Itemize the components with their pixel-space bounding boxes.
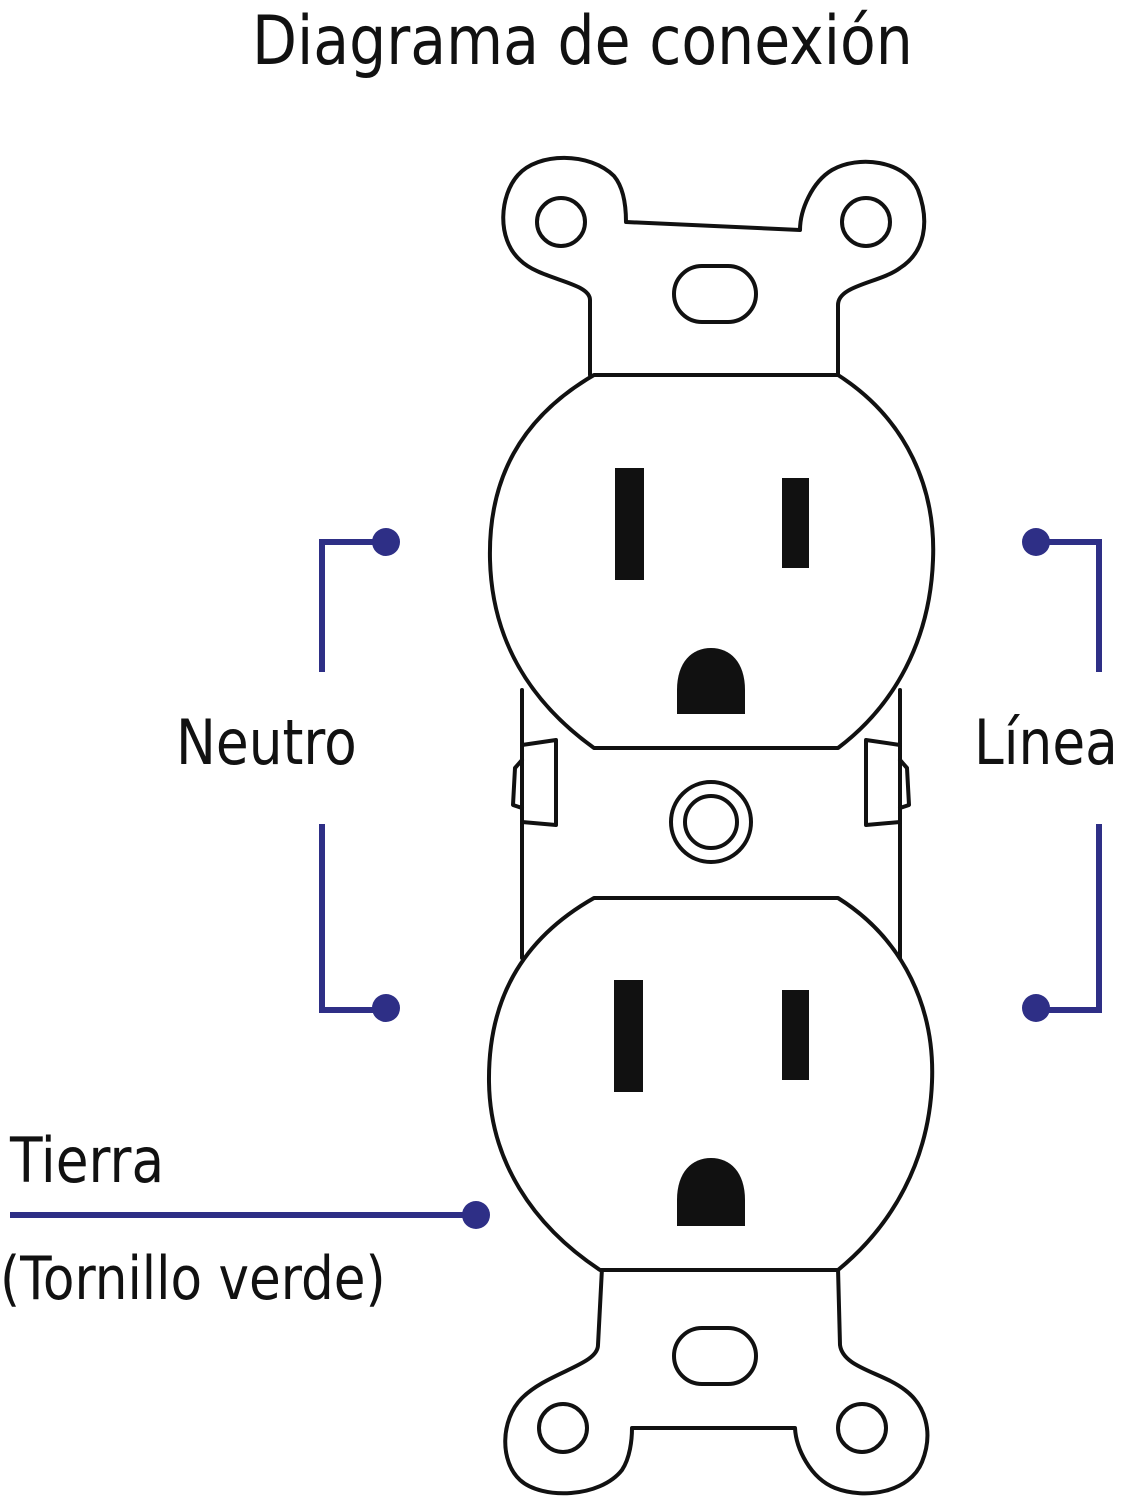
upper-hot-slot <box>782 478 809 568</box>
top-right-mount-hole <box>840 196 892 248</box>
leader-endpoints <box>372 528 1050 1229</box>
top-mounting-strap <box>501 155 927 377</box>
lower-receptacle-slots <box>614 980 809 1226</box>
upper-receptacle-face <box>487 373 936 750</box>
ground-dot <box>462 1201 490 1229</box>
upper-ground-hole <box>677 648 745 714</box>
neutral-bracket-bottom <box>319 824 386 1013</box>
line-bracket-top <box>1036 539 1102 672</box>
bottom-left-mount-hole <box>537 1402 589 1454</box>
neutral-label: Neutro <box>176 706 357 779</box>
right-side-tab <box>864 738 911 827</box>
bottom-mounting-strap <box>503 1266 930 1496</box>
bottom-right-mount-hole <box>836 1402 888 1454</box>
center-screw-inner <box>683 794 739 850</box>
neutral-bottom-dot <box>372 994 400 1022</box>
ground-screw-note: (Tornillo verde) <box>0 1244 386 1314</box>
lower-receptacle-face <box>486 896 935 1272</box>
neutral-top-dot <box>372 528 400 556</box>
top-left-mount-hole <box>535 196 587 248</box>
neutral-bracket-top <box>319 539 386 672</box>
line-bracket-bottom <box>1036 824 1102 1013</box>
center-screw-outer <box>669 780 753 864</box>
ground-label: Tierra <box>10 1124 165 1197</box>
bottom-strap-slot <box>672 1326 758 1386</box>
upper-receptacle-slots <box>615 468 809 714</box>
top-strap-slot <box>672 264 758 324</box>
outlet-outline <box>486 155 936 1496</box>
upper-neutral-slot <box>615 468 644 580</box>
diagram-title: Diagrama de conexión <box>252 2 913 81</box>
line-label: Línea <box>974 706 1118 779</box>
leader-lines <box>10 539 1102 1218</box>
left-side-tab <box>511 738 558 827</box>
line-top-dot <box>1022 528 1050 556</box>
lower-hot-slot <box>782 990 809 1080</box>
lower-ground-hole <box>677 1158 745 1226</box>
line-bottom-dot <box>1022 994 1050 1022</box>
lower-neutral-slot <box>614 980 643 1092</box>
